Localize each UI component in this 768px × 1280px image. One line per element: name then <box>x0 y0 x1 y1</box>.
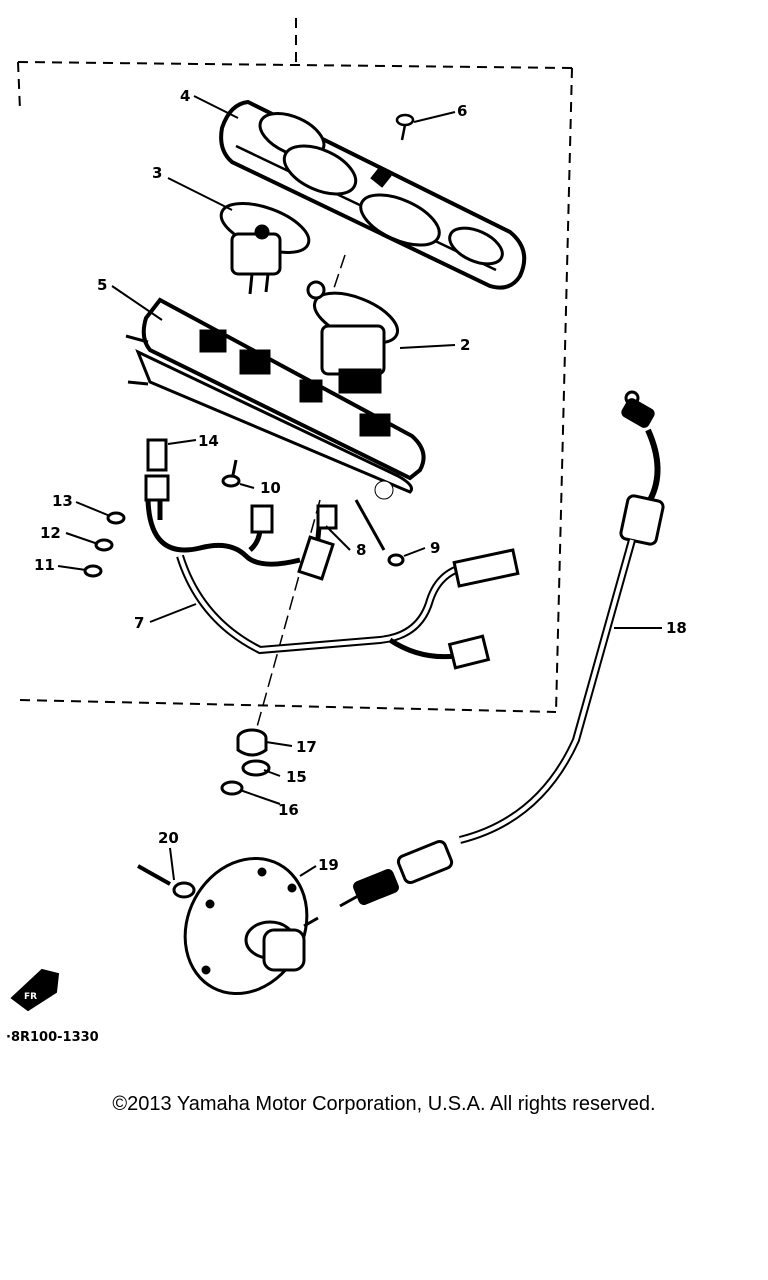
part-label: 8 <box>356 541 366 559</box>
front-badge-label: FR <box>24 992 37 1002</box>
part-label: 7 <box>134 614 144 632</box>
part-label: 5 <box>97 276 107 294</box>
part-label: 3 <box>152 164 162 182</box>
part-label: 14 <box>198 432 219 450</box>
case-screw <box>221 459 241 488</box>
case-nut <box>354 499 405 567</box>
meter-unit-left <box>219 201 311 295</box>
diagram-code: ·8R100-1330 <box>6 1030 99 1045</box>
leader-lines <box>57 95 662 881</box>
front-direction-badge <box>10 968 60 1012</box>
copyright-notice: ©2013 Yamaha Motor Corporation, U.S.A. A… <box>112 1093 656 1115</box>
speedometer-cable <box>339 390 665 908</box>
part-label: 9 <box>430 539 440 557</box>
part-label: 2 <box>460 336 470 354</box>
meter-unit-right <box>306 280 399 394</box>
assembly-boundary <box>17 18 573 713</box>
part-label: 15 <box>286 768 307 786</box>
cover-screw <box>370 113 415 188</box>
parts-diagram: FR 2 3 4 5 6 7 8 9 10 11 12 13 14 <box>10 18 687 1012</box>
part-label: 16 <box>278 801 299 819</box>
part-label: 19 <box>318 856 339 874</box>
meter-cover <box>219 99 527 290</box>
part-label: 18 <box>666 619 687 637</box>
part-label: 13 <box>52 492 73 510</box>
meter-wire-harness <box>144 438 520 670</box>
part-labels: 2 3 4 5 6 7 8 9 10 11 12 13 14 15 16 17 … <box>34 87 687 874</box>
part-label: 20 <box>158 829 179 847</box>
part-label: 4 <box>180 87 190 105</box>
part-label: 6 <box>457 102 467 120</box>
small-washers <box>83 511 126 578</box>
part-label: 12 <box>40 524 61 542</box>
meter-case <box>125 297 426 500</box>
part-label: 10 <box>260 479 281 497</box>
part-label: 11 <box>34 556 55 574</box>
speedometer-gear-unit <box>183 856 319 996</box>
damper-stack <box>220 728 271 796</box>
gear-unit-bolt <box>137 864 196 899</box>
part-label: 17 <box>296 738 317 756</box>
